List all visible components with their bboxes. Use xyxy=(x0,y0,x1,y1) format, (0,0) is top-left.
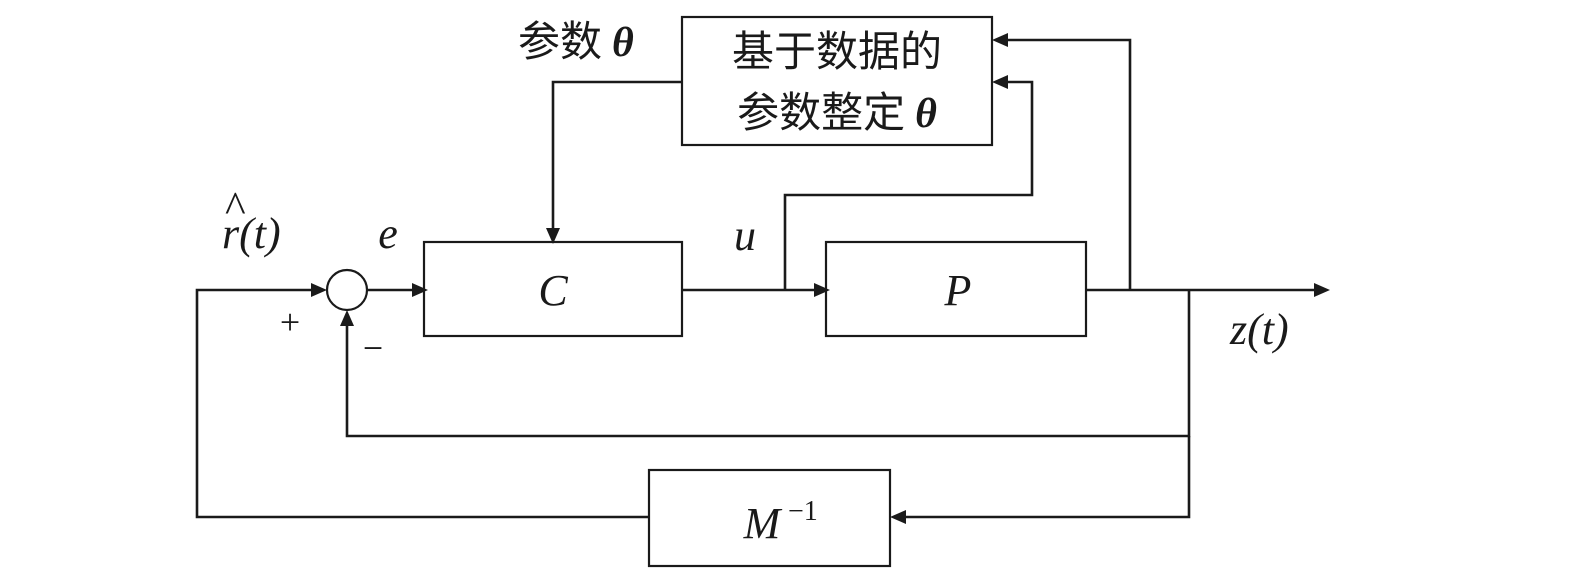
output-arg: (t) xyxy=(1247,305,1289,354)
control-signal-label: u xyxy=(734,211,756,260)
arrow-parameter-into-controller xyxy=(546,228,560,244)
arrow-reference-into-junction xyxy=(311,283,327,297)
controller-block xyxy=(422,240,684,338)
reference-wire xyxy=(195,288,649,519)
plus-sign: + xyxy=(280,302,300,342)
output-var: z xyxy=(1229,305,1247,354)
arrow-into-plant xyxy=(814,283,830,297)
reference-signal-label: r(t) xyxy=(222,209,281,258)
inverse-model-block xyxy=(647,468,892,568)
output-signal-label: z(t) xyxy=(1229,305,1289,354)
arrowheads xyxy=(311,33,1330,524)
negative-feedback-wire xyxy=(345,290,1191,438)
plant-label: P xyxy=(944,266,972,315)
inverse-model-superscript: −1 xyxy=(788,496,818,527)
data-driven-tuning-block xyxy=(680,15,994,147)
arrow-into-inverse-model xyxy=(890,510,906,524)
minus-sign: − xyxy=(363,328,383,368)
output-to-model-wire xyxy=(898,436,1191,519)
reference-arg: (t) xyxy=(239,209,281,258)
arrow-into-controller xyxy=(412,283,428,297)
parameter-signal-text: 参数 xyxy=(518,17,602,66)
controller-label: C xyxy=(538,266,568,315)
output-to-tuning-wire xyxy=(1000,38,1132,290)
error-signal-label: e xyxy=(378,209,398,258)
reference-var: r xyxy=(222,209,240,258)
plant-block xyxy=(824,240,1088,338)
arrow-feedback-into-junction xyxy=(340,310,354,326)
tuning-block-line1: 基于数据的 xyxy=(732,27,942,76)
arrow-input-into-tuning xyxy=(992,75,1008,89)
signal-wires xyxy=(195,38,1318,519)
arrow-output-into-tuning xyxy=(992,33,1008,47)
tuning-block-line2-text: 参数整定 xyxy=(737,88,905,137)
input-feedback-wire xyxy=(783,80,1034,290)
arrow-output xyxy=(1314,283,1330,297)
parameter-signal-theta: θ xyxy=(612,20,634,66)
inverse-model-label: M xyxy=(743,499,783,548)
tuning-block-theta: θ xyxy=(915,91,937,137)
parameter-wire xyxy=(551,80,682,234)
summing-junction xyxy=(325,268,369,312)
reference-hat: ^ xyxy=(225,183,246,232)
